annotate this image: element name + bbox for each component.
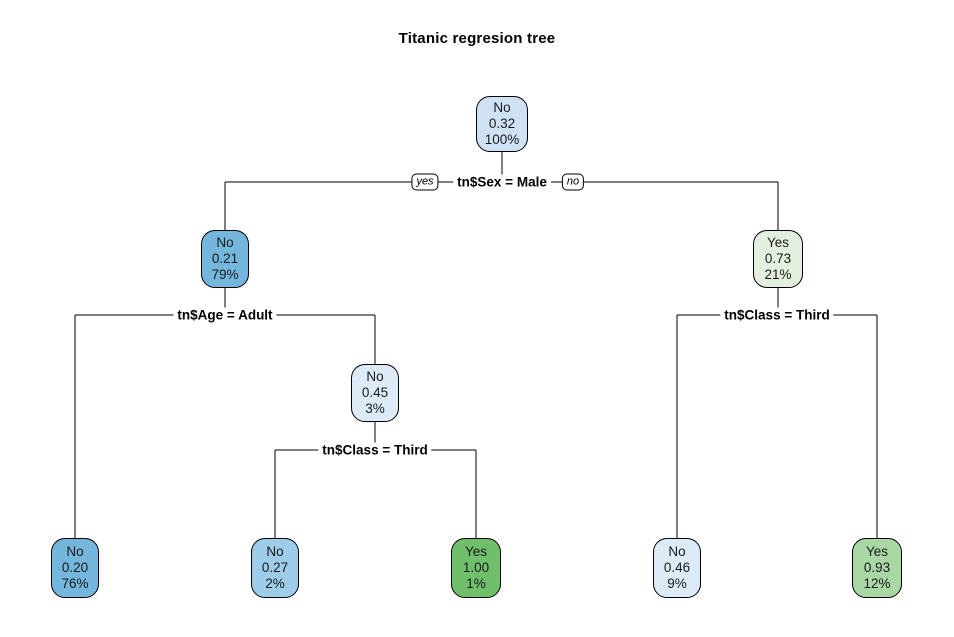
node-percent: 76%: [61, 576, 89, 591]
node-probability: 1.00: [462, 560, 490, 575]
split-condition-split-class-left: tn$Class = Third: [318, 442, 432, 458]
node-class-label: No: [66, 544, 84, 559]
node-percent: 9%: [667, 576, 687, 591]
node-probability: 0.73: [764, 251, 792, 266]
split-no-badge: no: [561, 173, 585, 191]
node-probability: 0.27: [261, 560, 289, 575]
node-percent: 3%: [365, 401, 385, 416]
node-class-label: No: [493, 100, 511, 115]
node-probability: 0.21: [211, 251, 239, 266]
node-percent: 1%: [466, 576, 486, 591]
split-yes-badge: yes: [411, 173, 439, 191]
node-probability: 0.46: [663, 560, 691, 575]
node-percent: 2%: [265, 576, 285, 591]
node-probability: 0.45: [361, 385, 389, 400]
chart-title: Titanic regresion tree: [398, 30, 556, 47]
node-class-label: No: [366, 369, 384, 384]
node-class-label: Yes: [766, 235, 790, 250]
node-class-label: Yes: [865, 544, 889, 559]
split-condition-split-age: tn$Age = Adult: [173, 307, 277, 323]
node-probability: 0.32: [488, 116, 516, 131]
node-percent: 100%: [484, 132, 520, 147]
split-condition-split-root: tn$Sex = Male: [453, 174, 551, 190]
node-probability: 0.93: [863, 560, 891, 575]
node-percent: 21%: [764, 267, 792, 282]
node-class-label: No: [216, 235, 234, 250]
node-class-label: No: [668, 544, 686, 559]
node-percent: 79%: [211, 267, 239, 282]
split-condition-split-class-right: tn$Class = Third: [720, 307, 834, 323]
node-probability: 0.20: [61, 560, 89, 575]
node-percent: 12%: [863, 576, 891, 591]
node-class-label: No: [266, 544, 284, 559]
node-class-label: Yes: [464, 544, 488, 559]
